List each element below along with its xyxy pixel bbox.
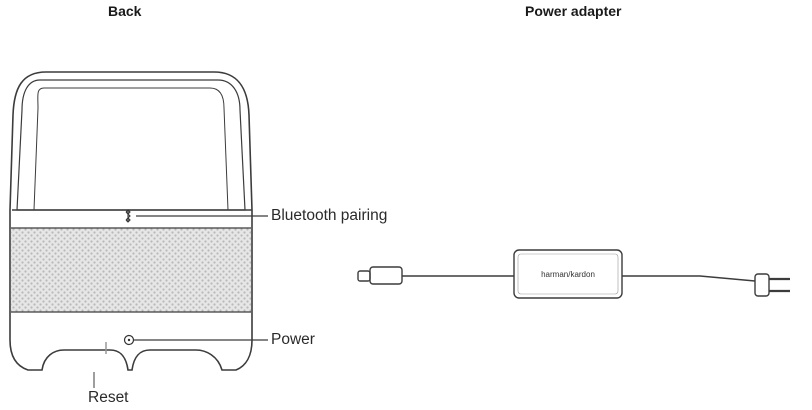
ac-cable — [622, 275, 756, 282]
speaker-top-panel — [16, 79, 246, 211]
adapter-box — [513, 249, 623, 299]
speaker-shell — [9, 71, 253, 371]
speaker-inner-window — [33, 87, 229, 211]
ac-plug-prongs — [769, 277, 790, 293]
power-adapter — [357, 249, 790, 299]
ac-plug-body — [754, 273, 770, 297]
back-heading: Back — [108, 3, 142, 19]
dc-plug-tip — [357, 270, 371, 282]
speaker-grille — [11, 228, 251, 312]
reset-label: Reset — [88, 389, 129, 406]
bluetooth-pairing-label: Bluetooth pairing — [271, 207, 388, 224]
adapter-brand-label: harman/kardon — [541, 270, 595, 279]
bluetooth-icon — [125, 209, 131, 223]
power-adapter-heading: Power adapter — [525, 3, 622, 19]
power-button-icon — [123, 334, 135, 346]
power-label: Power — [271, 331, 315, 348]
speaker-back — [9, 71, 253, 371]
dc-plug-body — [369, 266, 403, 285]
